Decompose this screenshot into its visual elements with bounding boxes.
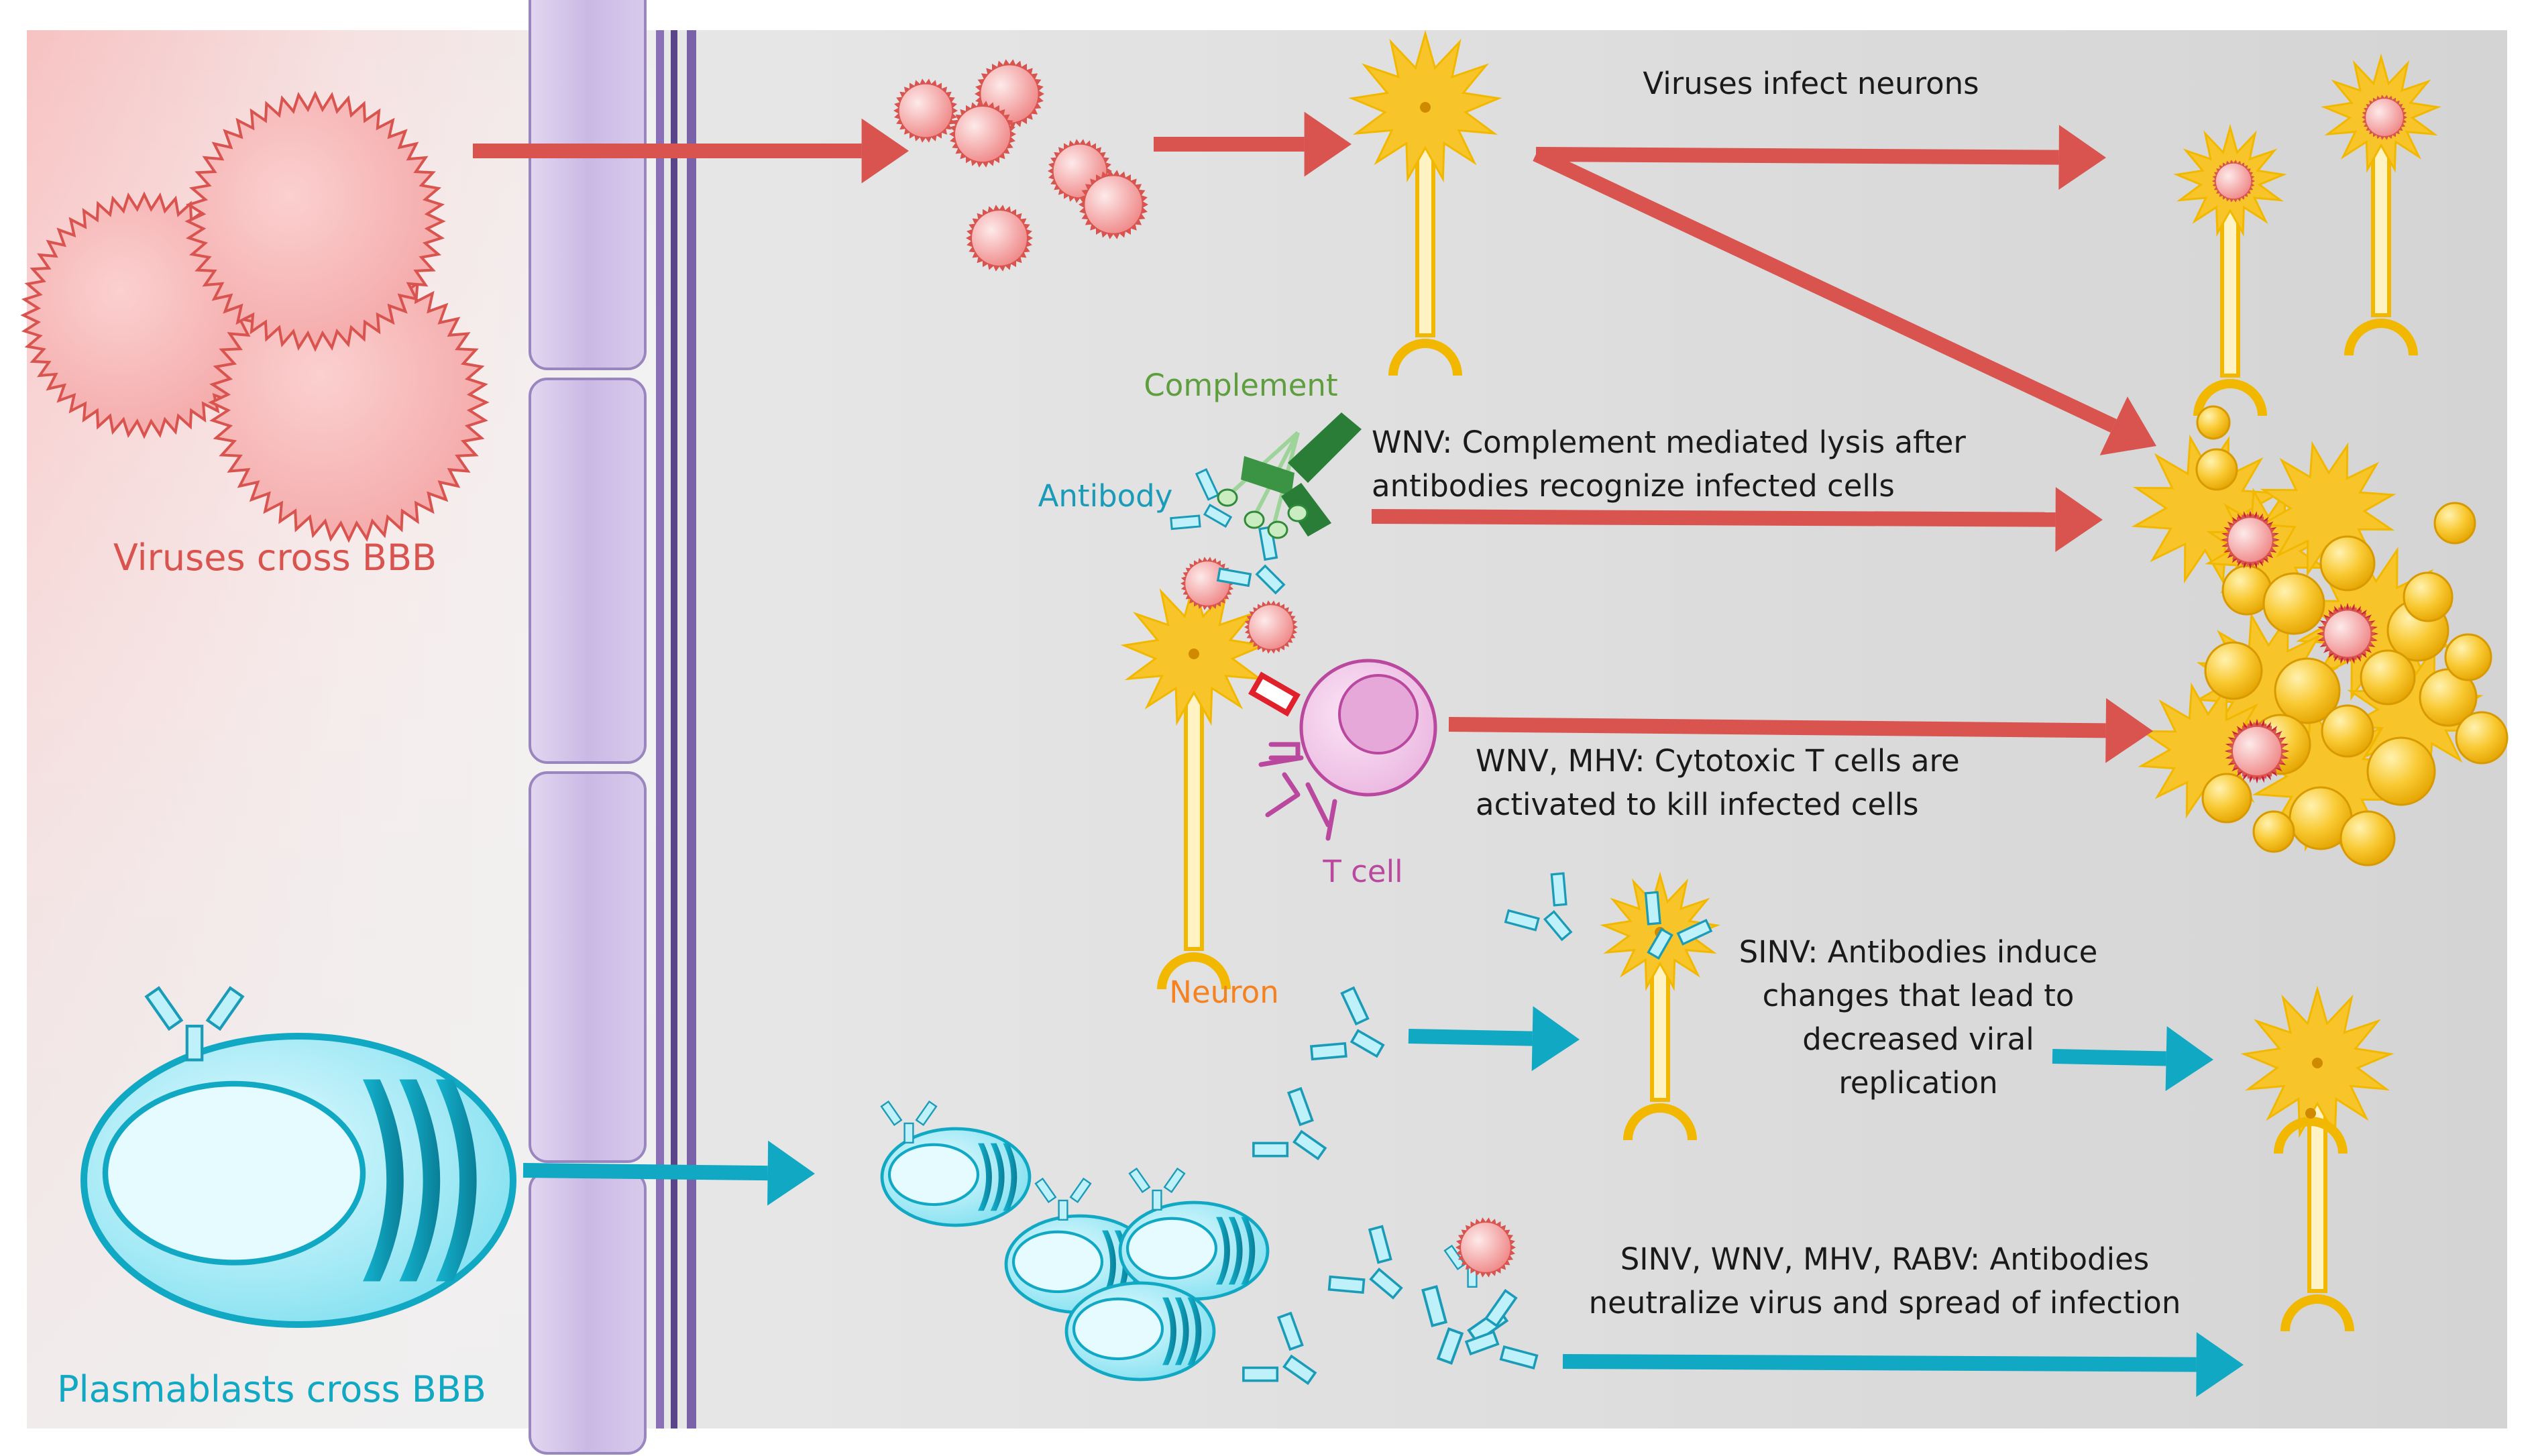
t-cell-label: T cell	[1322, 854, 1402, 889]
neuron-icon	[2173, 123, 2287, 416]
cell-debris-icon	[2455, 711, 2509, 765]
virus-icon	[1244, 600, 1298, 654]
virus-icon	[2362, 95, 2407, 140]
basement-membrane	[687, 30, 696, 1429]
complement-icon	[1217, 412, 1362, 539]
plasmablast-icon	[1064, 1281, 1216, 1382]
arrow-icon	[1408, 1006, 1580, 1072]
cell-debris-icon	[2433, 502, 2476, 545]
arrow-icon	[1533, 148, 2156, 455]
cell-debris-icon	[2321, 704, 2374, 758]
mechanism-sinv-text-line2: changes that lead to	[1763, 978, 2075, 1013]
virus-icon	[184, 91, 446, 352]
cell-debris-icon	[2319, 535, 2376, 592]
mechanism-neutralize-text-line1: SINV, WNV, MHV, RABV: Antibodies	[1620, 1241, 2150, 1277]
antibody-icon	[1310, 986, 1385, 1061]
mechanism-sinv-text-line4: replication	[1838, 1065, 1997, 1101]
antibody-icon	[1128, 1167, 1186, 1211]
antibody-icon	[1327, 1225, 1403, 1300]
arrow-icon	[1535, 125, 2106, 190]
neuron-label: Neuron	[1169, 974, 1278, 1010]
virus-icon	[949, 101, 1016, 168]
plasmablast-icon	[1118, 1200, 1270, 1301]
neuron-icon	[1348, 30, 1502, 376]
complement-label: Complement	[1144, 368, 1337, 403]
neuron-icon	[2274, 1108, 2348, 1154]
neuron-icon	[1120, 579, 1268, 990]
viruses-cross-label: Viruses cross BBB	[113, 537, 437, 579]
cell-debris-icon	[2204, 641, 2263, 700]
cell-debris-icon	[2252, 810, 2295, 853]
mechanism-tcell-text-line1: WNV, MHV: Cytotoxic T cells are	[1476, 743, 1960, 779]
arrow-icon	[1562, 1332, 2244, 1398]
endothelial-cell	[529, 378, 647, 764]
basement-membrane	[656, 30, 664, 1429]
cell-debris-icon	[2195, 448, 2238, 491]
antibody-icon	[1644, 891, 1713, 960]
arrow-icon	[1448, 697, 2153, 763]
antibody-icon	[1252, 1086, 1327, 1161]
antibody-icon	[1464, 1288, 1539, 1370]
antibody-icon	[1421, 1285, 1509, 1365]
mechanism-neutralize-text-line2: neutralize virus and spread of infection	[1589, 1285, 2181, 1321]
plasmablasts-cross-label: Plasmablasts cross BBB	[57, 1368, 486, 1410]
mechanism-infect-text: Viruses infect neurons	[1643, 66, 1979, 101]
mechanism-complement-text-line2: antibodies recognize infected cells	[1372, 468, 1895, 504]
virus-icon	[1079, 170, 1148, 239]
antibody-icon	[880, 1100, 938, 1144]
arrow-icon	[2052, 1026, 2213, 1091]
blood-brain-barrier	[529, 0, 696, 1455]
antibody-icon	[1504, 872, 1573, 942]
cell-debris-icon	[2274, 657, 2341, 724]
cell-debris-icon	[2196, 405, 2231, 440]
endothelial-cell	[529, 1170, 647, 1455]
virus-icon	[966, 205, 1033, 272]
mechanism-sinv-text-line3: decreased viral	[1802, 1021, 2034, 1057]
basement-membrane	[671, 30, 677, 1429]
arrow-icon	[1154, 111, 1352, 177]
virus-icon	[2221, 510, 2280, 569]
endothelial-cell	[529, 771, 647, 1163]
virus-icon	[893, 78, 958, 143]
arrow-icon	[522, 1140, 815, 1206]
plasmablast-icon	[880, 1127, 1032, 1227]
cell-debris-icon	[2366, 736, 2436, 806]
antibody-icon	[1034, 1177, 1092, 1221]
arrow-icon	[473, 118, 909, 184]
antibody-icon	[144, 986, 245, 1062]
t-cell-icon	[1248, 659, 1437, 841]
cell-debris-icon	[2403, 571, 2454, 622]
antibody-icon	[1170, 467, 1233, 530]
virus-icon	[2212, 160, 2255, 203]
antibody-label: Antibody	[1038, 478, 1173, 514]
mechanism-complement-text-line1: WNV: Complement mediated lysis after	[1372, 425, 1966, 460]
cell-debris-icon	[2339, 810, 2396, 866]
virus-icon	[2316, 602, 2379, 665]
arrow-icon	[1371, 487, 2103, 553]
cell-debris-icon	[2262, 572, 2325, 635]
neuron-icon	[2240, 985, 2394, 1332]
cell-debris-icon	[2444, 633, 2492, 681]
mechanism-tcell-text-line2: activated to kill infected cells	[1476, 787, 1919, 822]
virus-icon	[2224, 718, 2290, 784]
antibody-icon	[1242, 1311, 1317, 1386]
virus-icon	[1455, 1217, 1516, 1278]
mechanism-sinv-text-line1: SINV: Antibodies induce	[1739, 934, 2098, 970]
endothelial-cell	[529, 0, 647, 370]
cell-debris-icon	[2360, 649, 2416, 706]
cell-debris-icon	[2201, 773, 2252, 824]
plasmablast-icon	[80, 1033, 516, 1328]
